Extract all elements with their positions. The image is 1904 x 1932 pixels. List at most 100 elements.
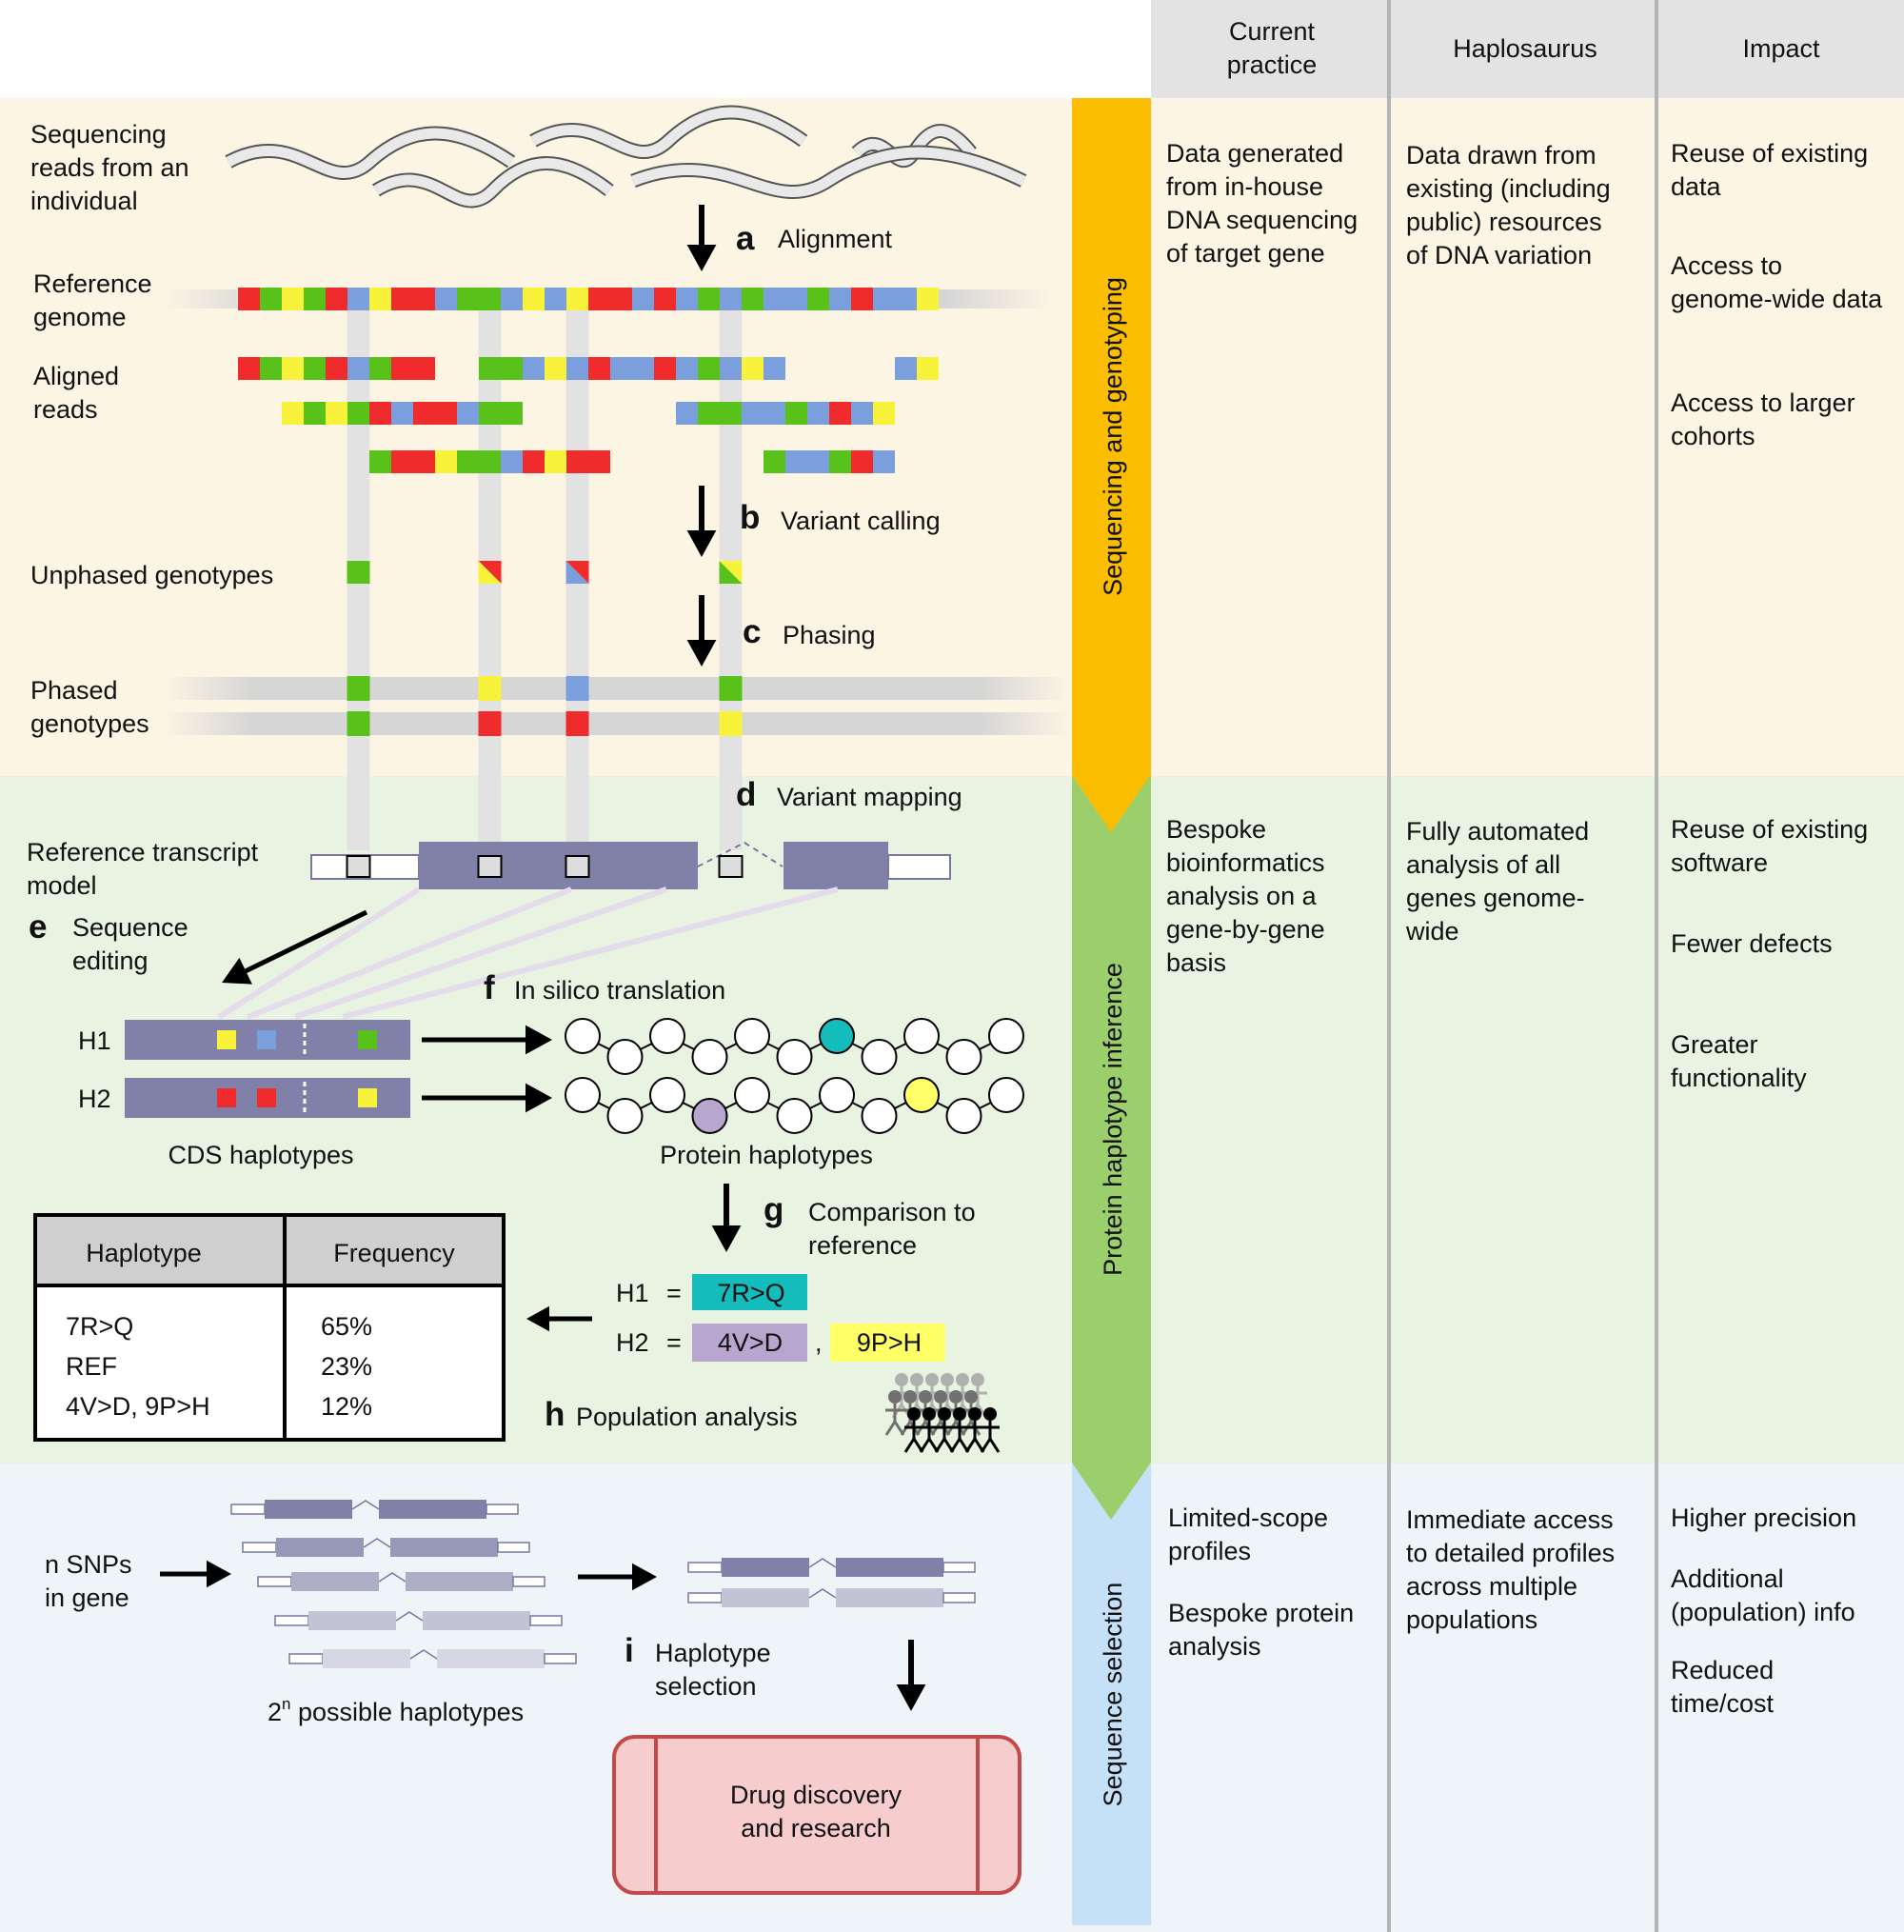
gene-exon — [722, 1558, 809, 1577]
aligned-read-base — [523, 450, 545, 473]
arrow-head — [526, 1305, 549, 1332]
reference-base — [588, 288, 610, 310]
aligned-read-base — [873, 450, 895, 473]
aligned-read-base — [435, 402, 457, 425]
cds-variant-mark — [358, 1088, 377, 1107]
selected-haplotype — [687, 1558, 976, 1577]
aligned-read-base — [698, 402, 720, 425]
band-sequencing-shape — [1072, 98, 1151, 832]
read-fill — [373, 158, 613, 207]
aligned-read-base — [545, 357, 566, 380]
amino-acid — [565, 1018, 601, 1054]
amino-acid — [691, 1098, 728, 1134]
snps-label: in gene — [45, 1583, 129, 1612]
arrow-head — [686, 640, 717, 667]
gene-utr — [529, 1615, 563, 1626]
person-head — [907, 1407, 921, 1421]
reference-base — [523, 288, 545, 310]
step-c-letter: c — [743, 613, 761, 650]
aligned-read-base — [523, 357, 545, 380]
aligned-read-base — [807, 402, 829, 425]
read-fill — [631, 147, 1026, 197]
impact-text: Access to — [1671, 251, 1782, 280]
read-fill — [226, 128, 515, 178]
aligned-read-base — [413, 402, 435, 425]
change-box-9PH — [830, 1324, 945, 1362]
aligned-read-base — [413, 357, 435, 380]
phased-allele — [565, 676, 589, 701]
aligned-read-base — [369, 357, 391, 380]
arrow-head — [222, 957, 252, 985]
unphased-genotypes-label: Unphased genotypes — [30, 561, 273, 589]
arrow-shaft — [245, 909, 368, 973]
person-head — [983, 1407, 997, 1421]
aligned-read-base — [457, 402, 479, 425]
person-body — [884, 1404, 905, 1436]
haplosaurus-text: public) resources — [1406, 208, 1602, 236]
possible-haplotypes-label: 2n possible haplotypes — [268, 1695, 524, 1726]
gene-utr — [512, 1576, 545, 1587]
change-box-4VD — [692, 1324, 807, 1362]
band-protein-inference-shape — [1072, 776, 1151, 1520]
impact-text: software — [1671, 848, 1768, 877]
gene-exon — [323, 1649, 410, 1668]
aligned-read-base — [654, 357, 676, 380]
step-d-letter: d — [736, 776, 756, 813]
aligned-read-base — [764, 357, 785, 380]
haplosaurus-text: wide — [1405, 917, 1459, 946]
gene-exon — [836, 1588, 943, 1607]
aligned-read-base — [282, 357, 304, 380]
gene-utr — [942, 1592, 976, 1603]
transcript-label: model — [27, 871, 97, 900]
impact-text: Reduced — [1671, 1656, 1774, 1684]
step-e-label: editing — [72, 946, 149, 975]
reference-base — [676, 288, 698, 310]
reference-base — [413, 288, 435, 310]
aligned-read-base — [479, 357, 501, 380]
aligned-read-base — [435, 450, 457, 473]
band-sequence-selection-label: Sequence selection — [1099, 1583, 1127, 1807]
current-practice-text: Bespoke protein — [1168, 1599, 1354, 1627]
possible-rest: possible haplotypes — [291, 1698, 525, 1726]
person-head — [949, 1390, 962, 1404]
aligned-read-base — [917, 357, 939, 380]
reference-base — [785, 288, 807, 310]
band-sequence-selection-shape — [1072, 1464, 1151, 1925]
amino-acid — [945, 1098, 982, 1134]
variant-position-box — [718, 855, 744, 878]
current-practice-text: DNA sequencing — [1166, 206, 1358, 234]
aligned-read-base — [391, 357, 413, 380]
cds-variant-mark — [217, 1088, 236, 1107]
aligned-read-base — [851, 402, 873, 425]
cds-variant-mark — [217, 1030, 236, 1049]
aligned-read-base — [851, 450, 873, 473]
aligned-read-base — [501, 357, 523, 380]
band-sequence-selection: Sequence selection — [1072, 1464, 1151, 1925]
change-separator: , — [815, 1328, 823, 1357]
aligned-read-base — [501, 402, 523, 425]
reference-base — [347, 288, 369, 310]
power-base: 2 — [268, 1698, 282, 1726]
step-i-label: selection — [655, 1672, 757, 1701]
impact-text: Fewer defects — [1671, 929, 1833, 958]
reference-base — [435, 288, 457, 310]
amino-acid — [565, 1077, 601, 1113]
column-header: Current — [1229, 17, 1316, 46]
gene-intron — [395, 1611, 424, 1622]
column-header: Impact — [1742, 34, 1820, 63]
drug-discovery-box — [612, 1735, 1021, 1895]
intron-link — [697, 841, 783, 867]
current-practice-text: of target gene — [1166, 239, 1325, 268]
aligned-read-base — [413, 450, 435, 473]
impact-text: Higher precision — [1671, 1504, 1856, 1532]
person-head — [971, 1373, 984, 1386]
aligned-read-base — [479, 402, 501, 425]
phased-allele — [478, 676, 502, 701]
step-b-letter: b — [740, 499, 760, 536]
person-head — [953, 1407, 966, 1421]
phased-allele — [347, 676, 370, 701]
reads-label: reads from an — [30, 153, 189, 182]
step-d-label: Variant mapping — [777, 783, 962, 811]
change-label: 7R>Q — [717, 1279, 784, 1307]
population-icon — [884, 1373, 1001, 1453]
